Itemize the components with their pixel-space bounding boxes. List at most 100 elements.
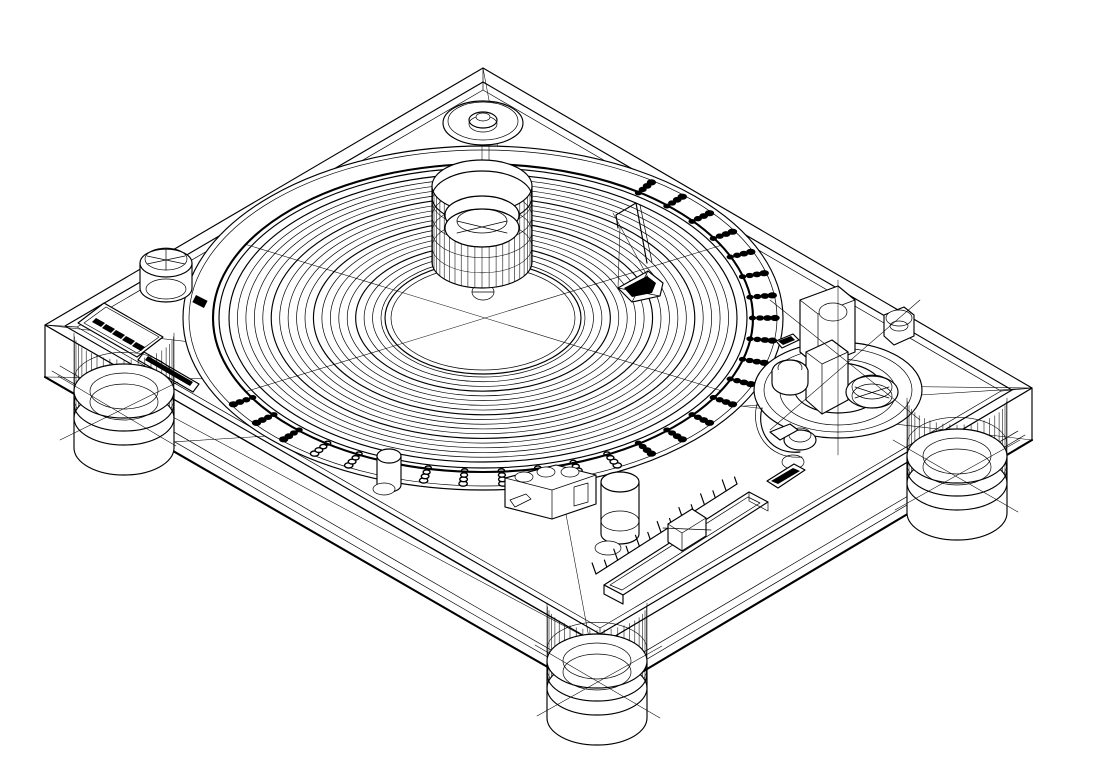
fader-knob-facets — [667, 517, 707, 552]
fader-scale-tick — [712, 490, 716, 499]
target-light-top — [600, 471, 640, 493]
strobe-dot — [739, 379, 749, 386]
power-knob[interactable] — [139, 247, 208, 309]
adapter-well-ring — [447, 101, 519, 141]
tonearm-counterweight-inner — [851, 374, 893, 400]
fader-trough-end2 — [748, 491, 769, 512]
adapter-well-hole — [475, 112, 491, 122]
spindle-cross — [456, 220, 508, 234]
center-spindle — [431, 119, 533, 289]
strobe-dot — [638, 186, 647, 193]
foot-bottom — [546, 602, 648, 746]
foot-bottom-bore-lower — [562, 653, 632, 691]
fader-scale-tick — [647, 531, 651, 540]
foot-left-upper-sides — [73, 390, 175, 419]
arm-clamp-arm — [769, 423, 799, 441]
recessed-panel-plate[interactable] — [77, 302, 164, 358]
strobe-dot — [756, 315, 764, 321]
tonearm-tube-upper — [615, 202, 648, 264]
arm-clamp-hook[interactable] — [783, 429, 817, 451]
strobe-dot — [668, 200, 677, 206]
strobe-dot — [693, 414, 702, 420]
antiskate-dial-barrel — [771, 370, 809, 396]
arm-lift-lever-knob — [778, 336, 795, 345]
panel-key-cluster[interactable] — [92, 318, 145, 351]
foot-left-inner-bore — [89, 372, 159, 410]
pitch-button-face — [771, 468, 800, 484]
strobe-dot — [745, 272, 754, 279]
strobe-dot — [289, 430, 298, 436]
strobe-dot — [739, 250, 749, 257]
tonearm-tube-edge — [639, 204, 653, 263]
chassis-bottom-edge — [43, 375, 1034, 699]
cartridge-block — [504, 464, 597, 520]
strobe-dot — [759, 270, 769, 277]
headshell-hidden-lines — [612, 212, 651, 289]
power-indicator-led — [192, 295, 208, 309]
strobe-dot — [319, 443, 328, 450]
foot-right-bore-lower — [922, 448, 992, 486]
power-knob-base — [145, 278, 187, 300]
pitch-button[interactable] — [766, 463, 806, 489]
cartridge-tab — [573, 482, 589, 507]
tonearm-arc-outline — [760, 407, 801, 453]
foot-left — [73, 332, 175, 476]
fader-scale-tick — [625, 545, 630, 554]
strobe-dot — [760, 337, 770, 343]
tonearm-base[interactable] — [753, 279, 923, 470]
fader-scale-tick — [700, 493, 706, 506]
fader-scale-rail — [595, 483, 738, 575]
stub-post-base — [372, 482, 396, 496]
strobe-dot — [752, 271, 762, 278]
tonearm-construction-lines — [769, 279, 921, 456]
strobe-dot — [242, 397, 251, 403]
strobe-dot — [642, 183, 652, 189]
headshell — [612, 202, 664, 303]
counterweight-cross — [854, 386, 890, 399]
strobe-dot — [459, 472, 469, 478]
strobe-dot — [668, 430, 677, 436]
strobe-dot — [672, 433, 682, 440]
tonearm-arc-outline-2 — [755, 403, 803, 458]
cartridge-port-1 — [514, 471, 534, 483]
strobe-dot — [699, 213, 709, 219]
fader-trough-end — [603, 584, 624, 605]
strobe-dot — [264, 414, 273, 420]
strobe-dot — [767, 292, 777, 299]
strobe-dot — [672, 196, 682, 203]
strobe-dot — [284, 433, 294, 440]
strobe-dot — [606, 454, 615, 461]
fader-scale — [591, 476, 738, 575]
platter-axes — [224, 237, 746, 399]
chassis-bottom-edge-inner — [51, 370, 1026, 688]
pitch-fader[interactable] — [591, 476, 769, 605]
global-construction-lines — [57, 375, 1021, 719]
tonearm-pivot-cap — [818, 302, 848, 322]
fader-scale-tick — [656, 520, 662, 534]
tonearm-column — [805, 339, 849, 415]
strobe-dot — [763, 315, 772, 321]
stub-post-top — [376, 448, 402, 464]
strobe-dot — [497, 472, 507, 478]
strobe-dot — [753, 336, 762, 343]
strobe-dot — [733, 252, 742, 258]
cartridge-port-2 — [536, 466, 556, 478]
fader-scale-tick — [603, 559, 608, 568]
strobe-window — [137, 351, 200, 393]
tonearm-counterweight-lower — [851, 383, 893, 409]
strobe-dot — [753, 293, 762, 300]
chassis-corner-bevels — [44, 67, 1033, 646]
strobe-dot — [638, 443, 647, 450]
strobe-dot — [351, 454, 360, 461]
stub-post — [372, 448, 402, 496]
strobe-dot — [752, 358, 762, 365]
target-light[interactable] — [594, 471, 640, 556]
target-light-barrel[interactable] — [600, 481, 640, 545]
cartridge-clip — [509, 493, 532, 508]
adapter-well — [442, 100, 524, 146]
foot-right — [906, 397, 1008, 541]
foot-right-upper-sides — [906, 455, 1008, 484]
strobe-window-lens — [145, 356, 193, 386]
tonearm-column-facets — [805, 351, 849, 415]
strobe-dot — [770, 314, 780, 322]
